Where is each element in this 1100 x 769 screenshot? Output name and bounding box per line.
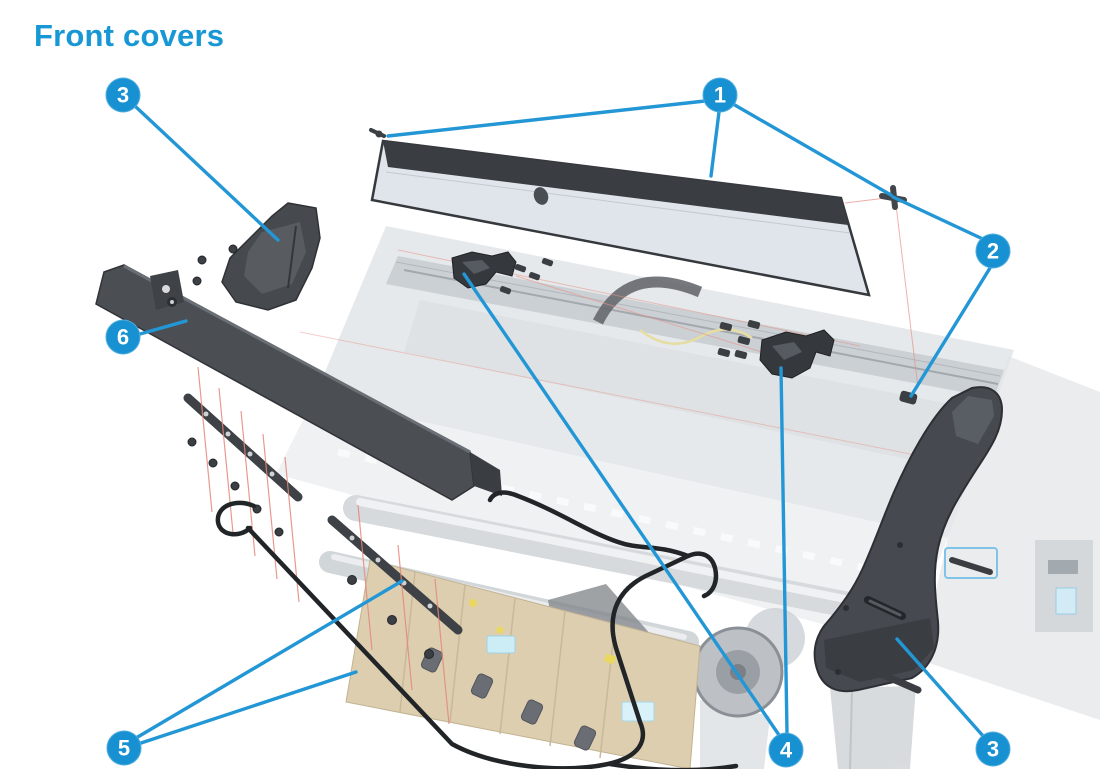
callout-1-label: 1 xyxy=(713,82,727,107)
seal-strips xyxy=(183,393,463,635)
front-beam xyxy=(95,264,502,501)
left-end-cover xyxy=(192,202,321,311)
callout-3-top-left-label: 3 xyxy=(116,82,130,107)
callout-5: 5 xyxy=(106,730,142,766)
left-cover-screws xyxy=(192,244,238,286)
callout-5-label: 5 xyxy=(117,735,131,760)
window-latch-right xyxy=(717,319,835,379)
callout-4: 4 xyxy=(768,732,804,768)
page-title: Front covers xyxy=(34,18,225,53)
window-panel xyxy=(369,128,907,297)
callout-2-label: 2 xyxy=(986,238,1000,263)
window-handle xyxy=(533,187,549,205)
callout-6: 6 xyxy=(105,319,141,355)
leader-lines xyxy=(134,99,992,746)
callout-3-top-left: 3 xyxy=(105,77,141,113)
callout-3-bottom-right-label: 3 xyxy=(986,736,1000,761)
callout-1: 1 xyxy=(702,77,738,113)
callout-6-label: 6 xyxy=(116,324,130,349)
cartridge-bay xyxy=(345,559,701,769)
screws xyxy=(187,366,450,725)
callout-3-bottom-right: 3 xyxy=(975,731,1011,767)
right-end-cover xyxy=(813,386,1004,694)
yellow-cable xyxy=(639,328,753,346)
seal-cord xyxy=(215,490,739,769)
cover-bolts xyxy=(868,557,993,694)
callout-4-label: 4 xyxy=(779,737,793,762)
cable-guide-arc xyxy=(593,276,703,325)
window-pivot-pin-left xyxy=(369,128,386,138)
callout-2: 2 xyxy=(975,233,1011,269)
printer-body xyxy=(276,197,1100,769)
